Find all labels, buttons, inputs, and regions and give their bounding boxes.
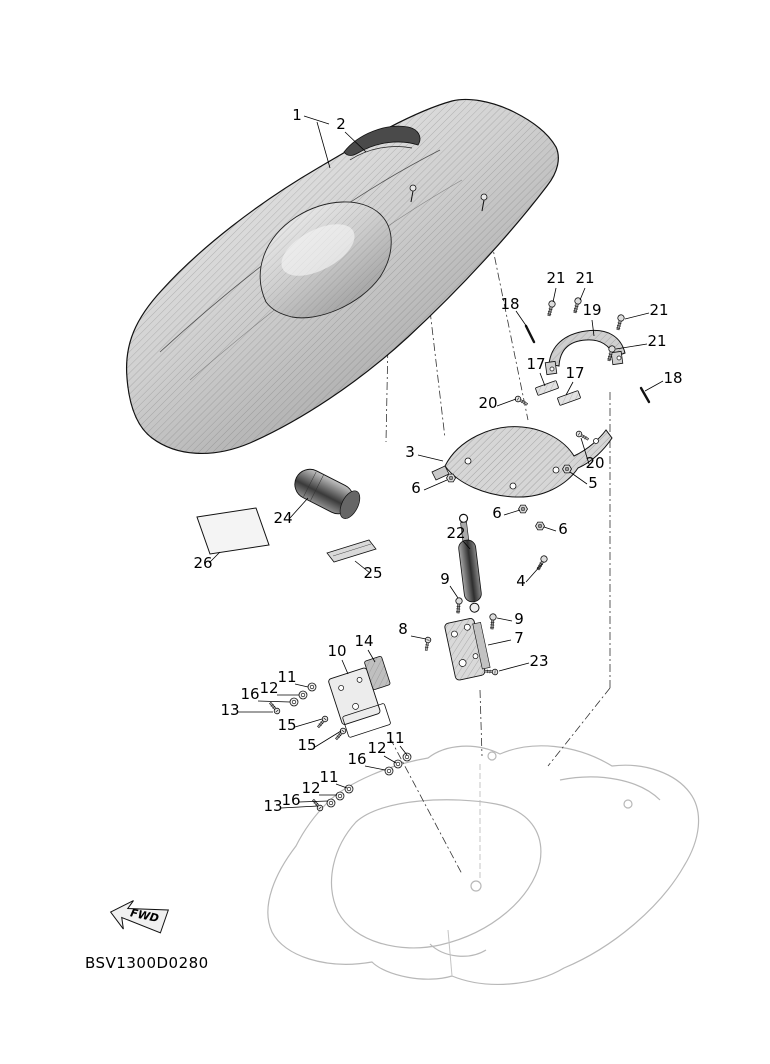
callout-15b: 15 (297, 736, 316, 754)
roller-24 (294, 468, 361, 519)
part-code: BSV1300D0280 (85, 954, 209, 972)
callout-18b: 18 (663, 369, 682, 387)
callout-26: 26 (193, 554, 212, 572)
callout-17a: 17 (526, 355, 545, 373)
callout-15a: 15 (277, 716, 296, 734)
callout-13b: 13 (263, 797, 282, 815)
callout-25: 25 (363, 564, 382, 582)
washer-16-a (289, 697, 299, 707)
bolt-9-a (454, 597, 463, 614)
callout-7: 7 (514, 629, 524, 647)
seat-hinge-screw-left (409, 184, 417, 203)
callout-11a: 11 (277, 668, 296, 686)
seat-assembly (125, 98, 559, 455)
lock-plate-10 (328, 667, 381, 725)
washer-11-b (402, 752, 412, 762)
screw-13-a (267, 700, 282, 716)
bolt-4 (534, 554, 549, 572)
fwd-label: FWD (129, 906, 160, 925)
seat-lock-group (315, 655, 391, 742)
callout-1: 1 (292, 106, 302, 124)
callout-9b: 9 (514, 610, 524, 628)
screw-13-b (310, 797, 325, 813)
screw-20-b (574, 429, 590, 443)
bolt-21-c (614, 313, 626, 331)
underseat-parts-group (196, 468, 377, 563)
callout-13a: 13 (220, 701, 239, 719)
gas-damper (458, 513, 482, 613)
screw-23 (483, 667, 499, 676)
washer-11-c (344, 784, 354, 794)
callout-21d: 21 (647, 332, 666, 350)
callout-20a: 20 (478, 394, 497, 412)
callout-labels: 1 2 21 21 18 19 21 21 17 17 18 20 3 20 6… (193, 106, 682, 815)
callout-6c: 6 (558, 520, 568, 538)
callout-14: 14 (354, 632, 373, 650)
nut-6-b (518, 504, 528, 514)
callout-11c: 11 (319, 768, 338, 786)
striker-bracket-group (423, 618, 499, 681)
nut-6-a (446, 473, 456, 483)
strap-25 (326, 539, 377, 563)
pin-18-left (524, 324, 536, 344)
stay-bracket-group (513, 296, 651, 443)
callout-21a: 21 (546, 269, 565, 287)
seat-bracket (431, 426, 613, 498)
bolt-21-a (545, 299, 557, 317)
pin-18-right (639, 386, 651, 404)
callout-11b: 11 (385, 729, 404, 747)
lock-base-plate (342, 703, 391, 738)
callout-16b: 16 (347, 750, 366, 768)
callout-21c: 21 (649, 301, 668, 319)
callout-12c: 12 (301, 779, 320, 797)
seat-highlight (281, 224, 355, 276)
callout-16c: 16 (281, 791, 300, 809)
washer-16-c (326, 798, 336, 808)
callout-2: 2 (336, 115, 346, 133)
callout-19: 19 (582, 301, 601, 319)
callout-9a: 9 (440, 570, 450, 588)
callout-24: 24 (273, 509, 292, 527)
striker-bracket-7 (444, 618, 491, 681)
callout-6b: 6 (492, 504, 502, 522)
gas-damper-group (454, 513, 497, 630)
callout-3: 3 (405, 443, 415, 461)
callout-leader-lines (208, 115, 664, 809)
screw-15-a (315, 714, 330, 730)
pad-26 (196, 507, 270, 555)
callout-12b: 12 (367, 739, 386, 757)
seat-rear-lip (343, 125, 421, 156)
nut-5 (562, 464, 572, 474)
callout-16a: 16 (240, 685, 259, 703)
bolt-9-b (488, 613, 497, 630)
fwd-arrow-icon: FWD (109, 900, 170, 934)
callout-21b: 21 (575, 269, 594, 287)
callout-6a: 6 (411, 479, 421, 497)
damper-plate-1 (535, 380, 559, 396)
seat-rear-lip-line (349, 146, 413, 161)
callout-23: 23 (529, 652, 548, 670)
callout-18a: 18 (500, 295, 519, 313)
callout-4: 4 (516, 572, 526, 590)
bracket-left-tab (431, 465, 450, 481)
callout-17b: 17 (565, 364, 584, 382)
collar-12-c (335, 791, 345, 801)
nut-6-c (535, 521, 545, 531)
damper-plate-2 (557, 390, 581, 406)
rear-body-panel (267, 745, 700, 985)
lock-latch-14 (364, 655, 391, 690)
callout-8: 8 (398, 620, 408, 638)
callout-5: 5 (588, 474, 598, 492)
callout-12a: 12 (259, 679, 278, 697)
seat-hinge-screw-right (480, 193, 488, 212)
callout-22: 22 (446, 524, 465, 542)
collar-12-a (298, 690, 308, 700)
collar-12-b (393, 759, 403, 769)
washer-16-b (384, 766, 394, 776)
washer-11-a (307, 682, 317, 692)
callout-10: 10 (327, 642, 346, 660)
callout-20b: 20 (585, 454, 604, 472)
screw-20-a (513, 394, 529, 408)
